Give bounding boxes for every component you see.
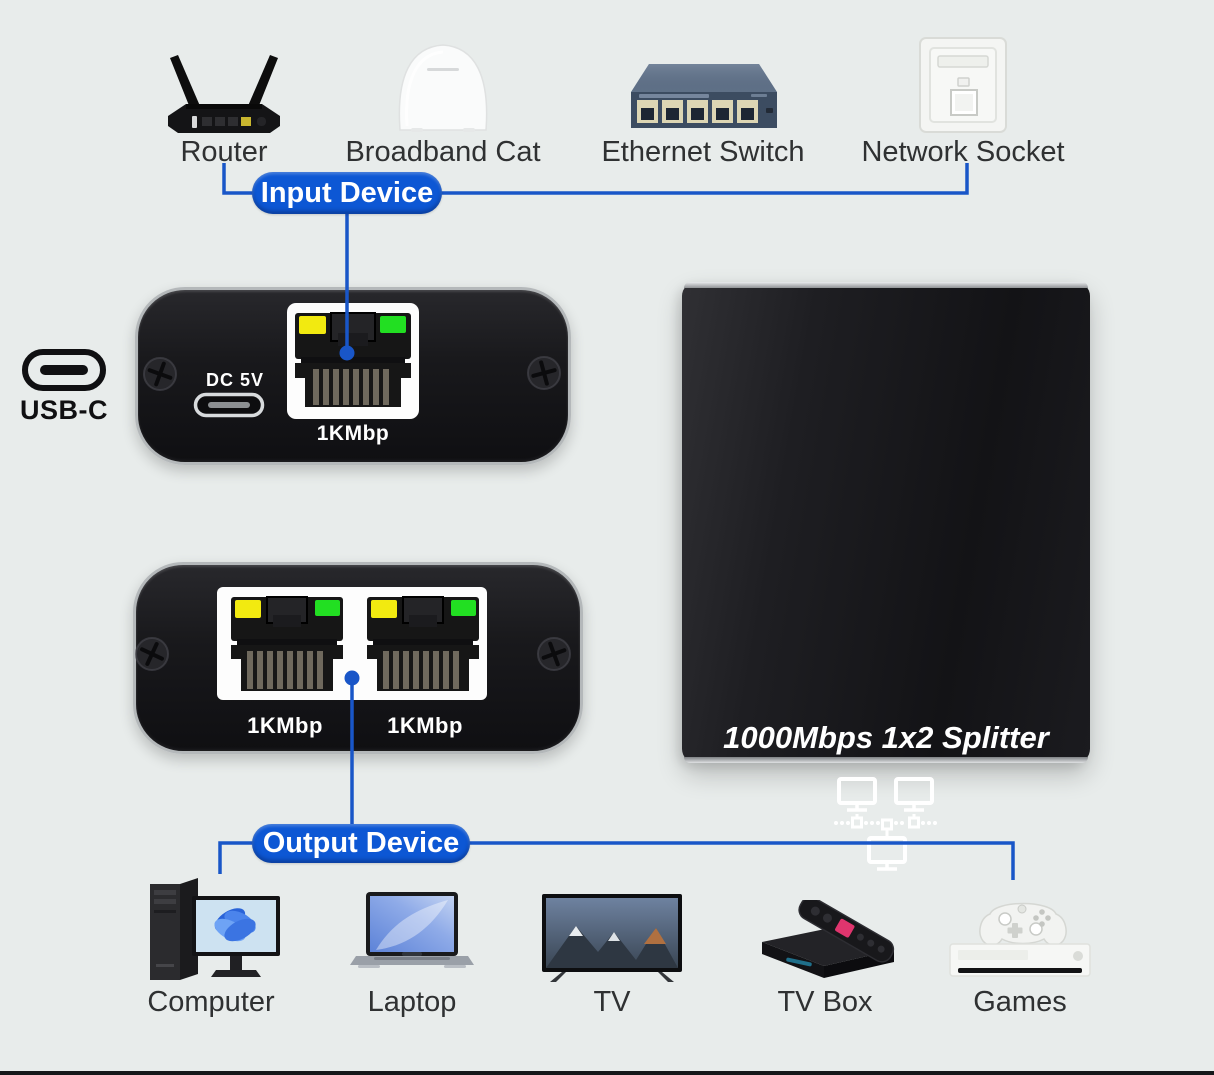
laptop-icon	[350, 892, 474, 968]
usb-c-label: USB-C	[20, 395, 108, 425]
output-device-computer: Computer	[91, 874, 331, 1019]
dc-5v-label: DC 5V	[205, 370, 264, 390]
games-console-icon	[949, 902, 1091, 977]
rj45-port-icon	[287, 303, 419, 419]
usb-c-port-icon	[193, 392, 265, 418]
output-device-games: Games	[900, 874, 1140, 1019]
network-socket-icon	[919, 37, 1007, 133]
splitter-title: 1000Mbps 1x2 Splitter	[723, 720, 1049, 755]
computer-icon-area	[91, 874, 331, 984]
broadband-cat-icon-area	[323, 30, 563, 134]
device-label: Computer	[147, 986, 275, 1018]
usb-c-icon	[22, 349, 106, 391]
router-icon-area	[104, 30, 344, 134]
device-label: Router	[180, 136, 268, 168]
tv-icon	[542, 894, 682, 982]
device-label: TV	[593, 986, 631, 1018]
dual-rj45-ports	[217, 587, 487, 700]
splitter-output-view: 1KMbp 1KMbp	[133, 562, 583, 754]
output-device-pill: Output Device	[252, 824, 470, 863]
router-icon	[168, 55, 280, 133]
output-device-laptop: Laptop	[292, 874, 532, 1019]
input-device-broadband-cat: Broadband Cat	[323, 30, 563, 169]
lan-port-2-label: 1KMbp	[387, 713, 463, 738]
screw-icon	[537, 637, 571, 671]
input-device-network-socket: Network Socket	[843, 30, 1083, 169]
network-socket-icon-area	[843, 30, 1083, 134]
input-pill-label: Input Device	[260, 176, 434, 209]
output-device-tv-box: TV Box	[705, 874, 945, 1019]
splitter-top-edge	[684, 282, 1088, 288]
tv-icon-area	[492, 874, 732, 984]
screw-icon	[135, 637, 169, 671]
ethernet-switch-icon-area	[583, 30, 823, 134]
splitter-bottom-edge	[684, 757, 1088, 763]
device-label: Broadband Cat	[345, 136, 541, 168]
screw-icon	[143, 357, 177, 391]
device-label: Network Socket	[861, 136, 1065, 168]
rj45-port-icon	[231, 596, 343, 691]
switch-ports	[637, 100, 758, 123]
laptop-icon-area	[292, 874, 532, 984]
device-label: Laptop	[367, 986, 457, 1018]
input-device-pill: Input Device	[252, 172, 442, 214]
computer-icon	[150, 878, 280, 980]
ethernet-switch-icon	[631, 64, 777, 128]
splitter-front-view: DC 5V 1KMbp	[135, 287, 571, 465]
device-label: TV Box	[777, 986, 873, 1018]
screw-icon	[527, 356, 561, 390]
broadband-cat-icon	[398, 44, 488, 132]
output-pill-label: Output Device	[262, 827, 460, 859]
device-label: Ethernet Switch	[601, 136, 805, 168]
tv-box-icon-area	[705, 874, 945, 984]
splitter-box: 1000Mbps 1x2 Splitter	[682, 282, 1090, 871]
rj45-port-icon	[367, 596, 479, 691]
usb-c-legend: USB-C	[16, 348, 112, 426]
device-label: Games	[973, 986, 1067, 1018]
bottom-border-line	[0, 1071, 1214, 1075]
input-device-router: Router	[104, 30, 344, 169]
lan-port-1-label: 1KMbp	[247, 713, 323, 738]
output-device-tv: TV	[492, 874, 732, 1019]
lan-port-label: 1KMbp	[316, 422, 390, 445]
games-icon-area	[900, 874, 1140, 984]
tv-box-icon	[762, 900, 895, 978]
network-split-icon	[834, 777, 937, 871]
input-device-ethernet-switch: Ethernet Switch	[583, 30, 823, 169]
